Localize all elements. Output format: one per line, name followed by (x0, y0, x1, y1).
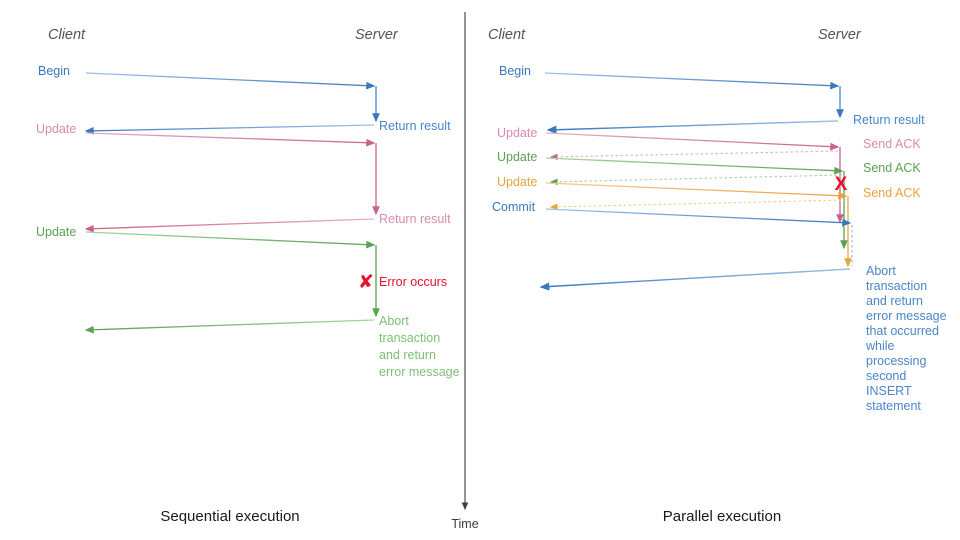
right-arrow-abort-response (539, 268, 851, 291)
left-arrow-update1-request (85, 132, 376, 147)
right-panel-caption: Parallel execution (663, 508, 781, 525)
right-server-lane-title: Server (818, 27, 862, 43)
left-panel-caption: Sequential execution (160, 508, 299, 525)
right-client-lane-title: Client (488, 27, 526, 43)
left-client-lane-title: Client (48, 27, 86, 43)
right-arrow-commit-request (545, 208, 852, 227)
left-message-label-update-2: Update (36, 225, 76, 239)
left-message-label-update-1: Update (36, 122, 76, 136)
right-message-label-update-2: Update (497, 150, 537, 164)
left-arrow-begin-response (84, 124, 375, 135)
right-server-note-return-result: Return result (853, 113, 925, 127)
right-server-note-send-ack-2: Send ACK (863, 161, 921, 175)
right-arrow-update2-request (545, 157, 844, 175)
right-arrow-update3-request (545, 182, 848, 200)
right-arrow-begin-request (544, 72, 840, 90)
right-arrow-begin-response (546, 120, 839, 134)
right-message-label-commit: Commit (492, 200, 536, 214)
left-server-lane-title: Server (355, 27, 399, 43)
right-error-x-icon: X (835, 174, 848, 195)
right-abort-note: Abort transaction and return error messa… (865, 264, 947, 413)
right-abort-note-line-5: that occurred (866, 324, 939, 338)
left-abort-note-line-1: Abort (379, 314, 409, 328)
right-message-label-update-3: Update (497, 175, 537, 189)
left-panel: Client Server Begin Return result Update… (36, 27, 460, 525)
right-abort-note-line-8: second (866, 369, 906, 383)
right-abort-note-line-10: statement (866, 399, 921, 413)
left-abort-note: Abort transaction and return error messa… (379, 314, 460, 379)
right-abort-note-line-1: Abort (866, 264, 896, 278)
right-message-label-begin: Begin (499, 64, 531, 78)
right-arrow-update1-ack (549, 150, 839, 161)
right-arrow-update1-request (545, 132, 840, 151)
time-axis-label: Time (451, 517, 478, 531)
right-abort-note-line-2: transaction (866, 279, 927, 293)
right-message-label-update-1: Update (497, 126, 537, 140)
left-server-note-return-result-2: Return result (379, 212, 451, 226)
time-axis: Time (451, 12, 479, 531)
right-server-note-send-ack-1: Send ACK (863, 137, 921, 151)
left-arrow-update2-request (85, 231, 376, 249)
left-arrow-abort-response (84, 319, 375, 334)
right-abort-note-line-9: INSERT (866, 384, 912, 398)
left-message-label-begin: Begin (38, 64, 70, 78)
left-server-note-return-result-1: Return result (379, 119, 451, 133)
right-arrow-update3-ack (549, 199, 847, 211)
right-abort-note-line-7: processing (866, 354, 926, 368)
right-arrow-update2-ack (549, 174, 843, 186)
left-arrow-update1-response (84, 218, 375, 233)
left-abort-note-line-2: transaction (379, 331, 440, 345)
left-error-x-icon: ✘ (358, 272, 374, 293)
right-abort-note-line-6: while (865, 339, 895, 353)
left-abort-note-line-4: error message (379, 365, 460, 379)
right-server-note-send-ack-3: Send ACK (863, 186, 921, 200)
left-abort-note-line-3: and return (379, 348, 436, 362)
left-error-note: Error occurs (379, 275, 447, 289)
left-arrow-begin-request (85, 72, 376, 90)
right-panel: Client Server Begin Return result Update… (488, 27, 947, 525)
right-abort-note-line-3: and return (866, 294, 923, 308)
right-abort-note-line-4: error message (866, 309, 947, 323)
